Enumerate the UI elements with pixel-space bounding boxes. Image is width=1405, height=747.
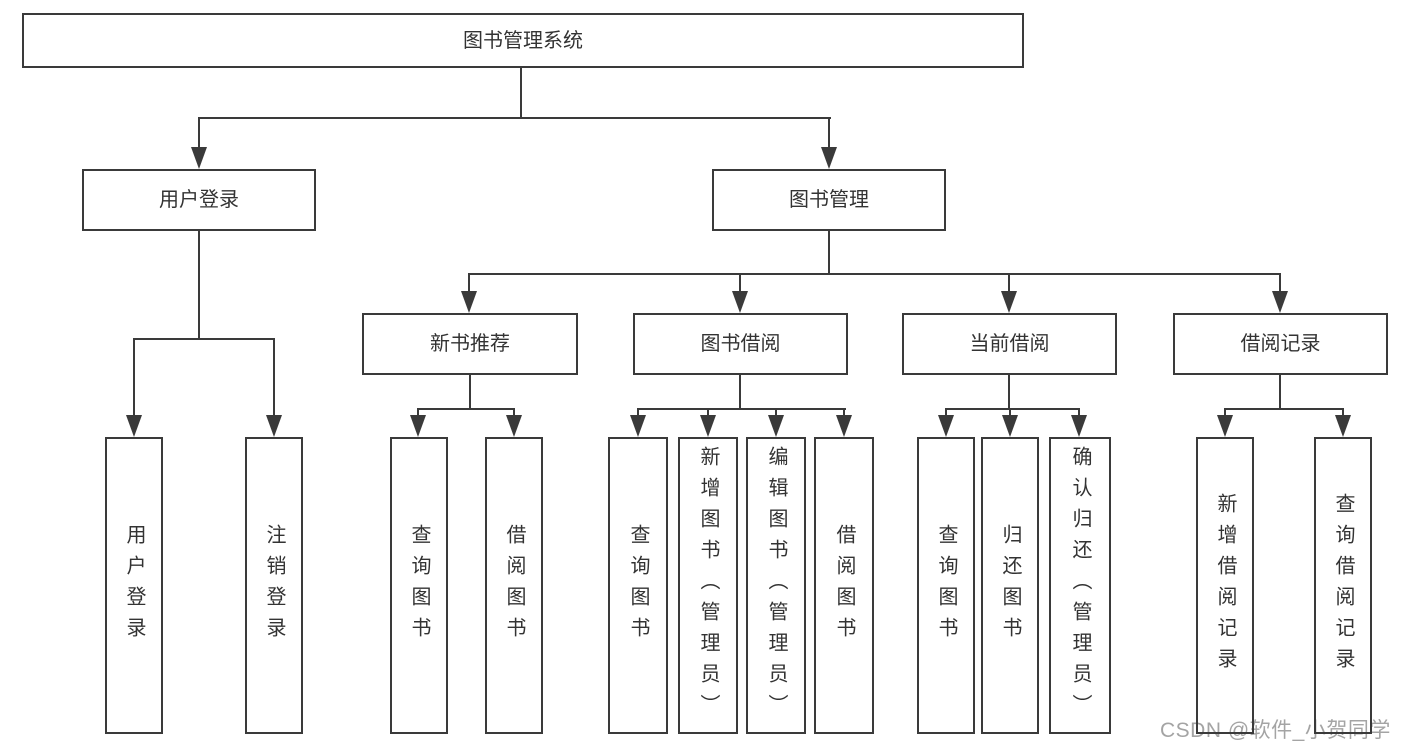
connector-vline	[1279, 273, 1281, 293]
node-leaf-logout: 注销登录	[245, 437, 303, 734]
arrowhead-down-icon	[732, 291, 748, 313]
connector-vline	[133, 338, 135, 417]
arrowhead-down-icon	[821, 147, 837, 169]
node-borrowing-records: 借阅记录	[1173, 313, 1388, 375]
connector-vline	[513, 408, 515, 417]
node-user-login: 用户登录	[82, 169, 316, 231]
arrowhead-down-icon	[410, 415, 426, 437]
node-leaf-query-books-1: 查询图书	[390, 437, 448, 734]
node-current-borrowing: 当前借阅	[902, 313, 1117, 375]
arrowhead-down-icon	[191, 147, 207, 169]
connector-hline	[945, 408, 1080, 410]
connector-vline	[273, 338, 275, 417]
node-leaf-add-borrow-record: 新增借阅记录	[1196, 437, 1254, 734]
node-book-borrowing: 图书借阅	[633, 313, 848, 375]
arrowhead-down-icon	[630, 415, 646, 437]
arrowhead-down-icon	[1335, 415, 1351, 437]
connector-vline	[1078, 408, 1080, 417]
node-leaf-return-books: 归还图书	[981, 437, 1039, 734]
connector-hline	[417, 408, 515, 410]
connector-vline	[198, 231, 200, 338]
arrowhead-down-icon	[461, 291, 477, 313]
connector-vline	[1008, 273, 1010, 293]
arrowhead-down-icon	[700, 415, 716, 437]
connector-vline	[1224, 408, 1226, 417]
arrowhead-down-icon	[768, 415, 784, 437]
arrowhead-down-icon	[126, 415, 142, 437]
arrowhead-down-icon	[836, 415, 852, 437]
connector-vline	[707, 408, 709, 417]
arrowhead-down-icon	[1272, 291, 1288, 313]
connector-vline	[1342, 408, 1344, 417]
node-leaf-borrow-books-2: 借阅图书	[814, 437, 874, 734]
connector-hline	[133, 338, 275, 340]
connector-hline	[637, 408, 846, 410]
node-leaf-add-books-admin: 新增图书（管理员）	[678, 437, 738, 734]
connector-vline	[828, 231, 830, 273]
arrowhead-down-icon	[506, 415, 522, 437]
connector-vline	[468, 273, 470, 293]
connector-hline	[468, 273, 1281, 275]
connector-hline	[1224, 408, 1344, 410]
connector-hline	[198, 117, 831, 119]
arrowhead-down-icon	[1001, 291, 1017, 313]
node-leaf-query-borrow-record: 查询借阅记录	[1314, 437, 1372, 734]
connector-vline	[469, 375, 471, 408]
node-leaf-edit-books-admin: 编辑图书（管理员）	[746, 437, 806, 734]
connector-vline	[945, 408, 947, 417]
connector-vline	[828, 117, 830, 149]
node-book-management: 图书管理	[712, 169, 946, 231]
node-leaf-query-books-3: 查询图书	[917, 437, 975, 734]
node-leaf-borrow-books-1: 借阅图书	[485, 437, 543, 734]
csdn-watermark: CSDN @软件_小贺同学	[1160, 719, 1391, 742]
arrowhead-down-icon	[1002, 415, 1018, 437]
node-leaf-confirm-return-admin: 确认归还（管理员）	[1049, 437, 1111, 734]
node-library-management-system: 图书管理系统	[22, 13, 1024, 68]
connector-vline	[739, 375, 741, 408]
arrowhead-down-icon	[1217, 415, 1233, 437]
connector-vline	[1279, 375, 1281, 408]
node-leaf-user-login: 用户登录	[105, 437, 163, 734]
connector-vline	[775, 408, 777, 417]
connector-vline	[520, 68, 522, 117]
arrowhead-down-icon	[1071, 415, 1087, 437]
node-new-book-recommend: 新书推荐	[362, 313, 578, 375]
connector-vline	[1009, 408, 1011, 417]
connector-vline	[1008, 375, 1010, 408]
connector-vline	[739, 273, 741, 293]
connector-vline	[843, 408, 845, 417]
connector-vline	[637, 408, 639, 417]
arrowhead-down-icon	[266, 415, 282, 437]
node-leaf-query-books-2: 查询图书	[608, 437, 668, 734]
arrowhead-down-icon	[938, 415, 954, 437]
connector-vline	[417, 408, 419, 417]
connector-vline	[198, 117, 200, 149]
